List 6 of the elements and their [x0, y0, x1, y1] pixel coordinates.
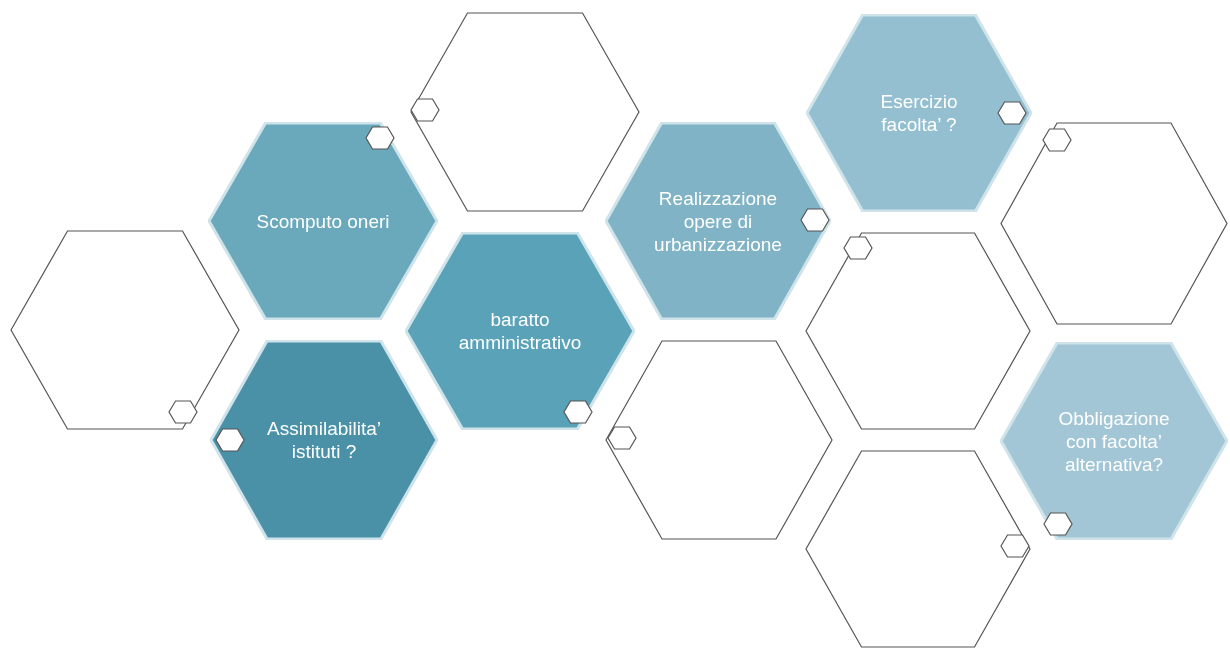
tile-label: Esercizio facolta’ ? — [879, 90, 959, 136]
tile-label: Obbligazione con facolta’ alternativa? — [1057, 406, 1171, 476]
tile-label: Assimilabilita’ istituti ? — [266, 417, 382, 463]
tile-label: Scomputo oneri — [255, 209, 391, 233]
tile-label: Realizzazione opere di urbanizzazione — [653, 186, 783, 256]
tile-label: baratto amministrativo — [457, 308, 583, 354]
